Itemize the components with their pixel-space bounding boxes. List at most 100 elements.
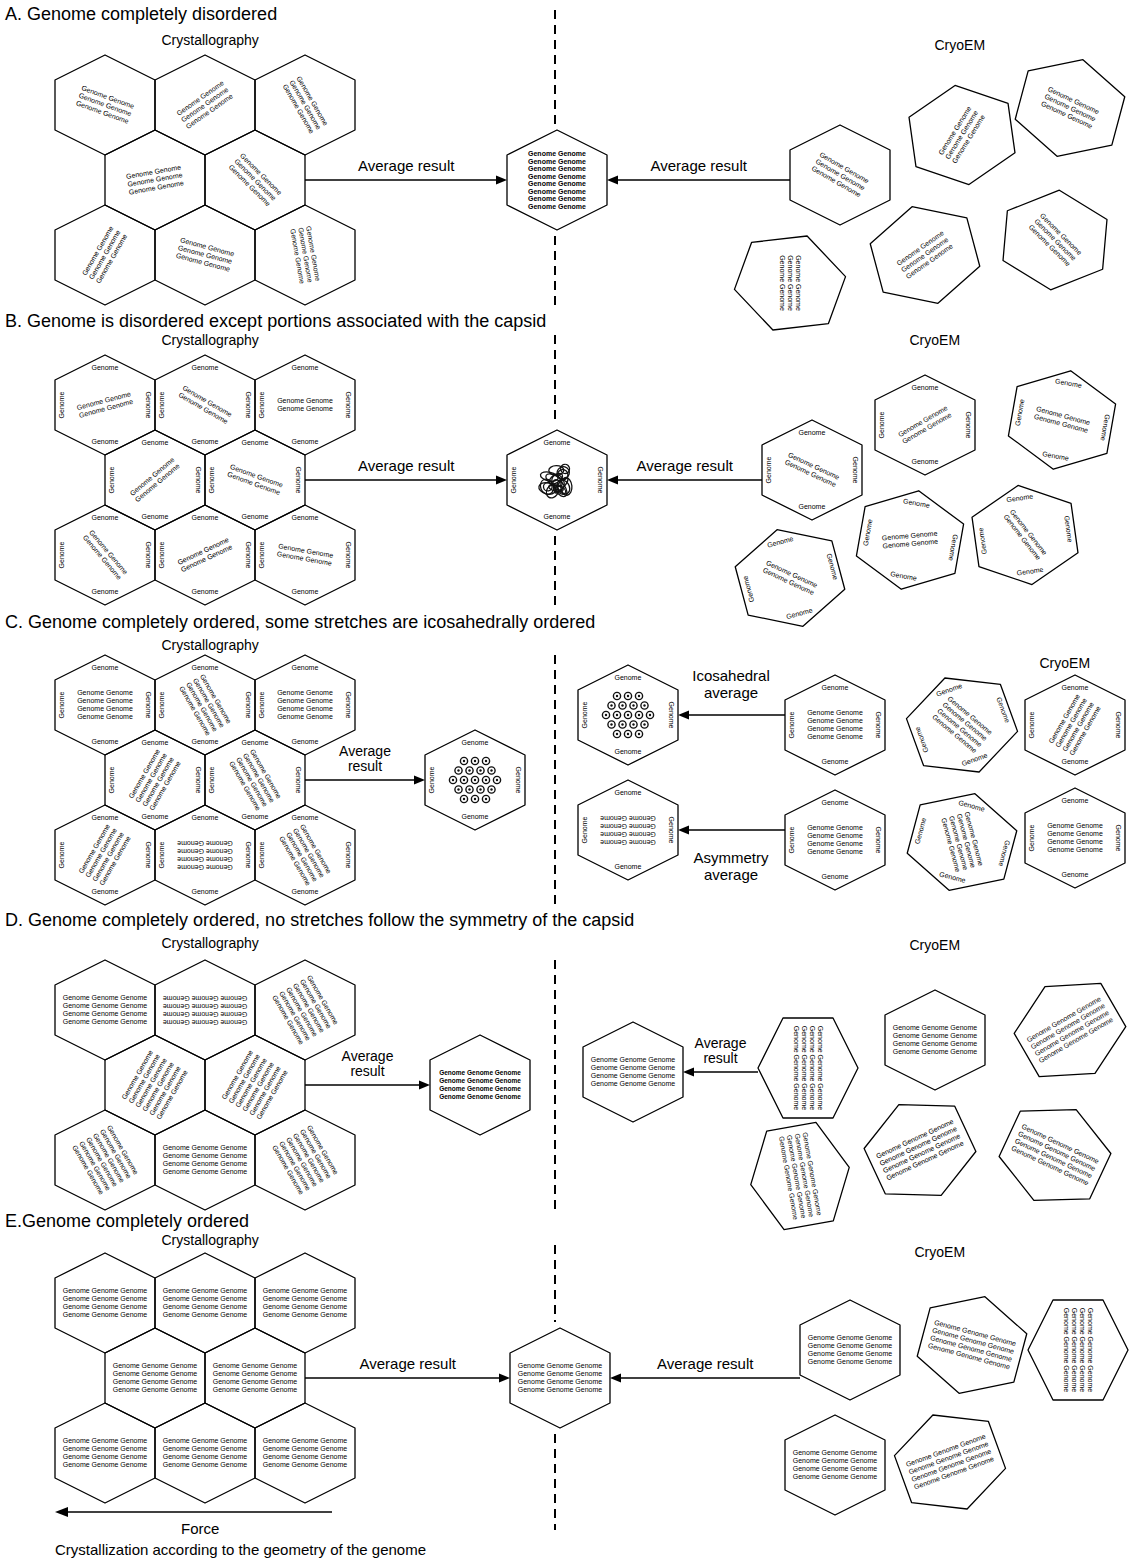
capsid-shell [105,730,205,830]
capsid-hexagon: Genome Genome Genome Genome Genome Genom… [989,1089,1122,1222]
capsid-genome-text: Genome [142,439,169,447]
capsid-shell [155,1253,255,1353]
disordered-genome-average [538,463,573,500]
capsid-genome-text: Genome [194,467,202,494]
genome-text: Genome Genome Genome Genome Genome Genom… [176,839,234,871]
panel-heading: B. Genome is disordered except portions … [5,311,546,332]
capsid-genome-text: Genome [462,813,489,821]
capsid-genome-text: Genome [994,696,1011,724]
genome-lattice-ring [455,767,462,774]
capsid-hexagon: GenomeGenomeGenomeGenomeGenome Genome Ge… [785,790,885,890]
genome-lattice-ring [624,711,631,718]
capsid-hexagon: Genome Genome Genome Genome Genome Genom… [55,1110,155,1210]
genome-lattice-ring [646,711,653,718]
capsid-genome-text: Genome [158,842,166,869]
capsid-shell [205,1328,305,1428]
capsid-genome-text: Genome [142,813,169,821]
capsid-shell [785,790,885,890]
capsid-genome-text: Genome [1062,797,1089,805]
genome-lattice-dot [627,733,629,735]
average-arrow [607,176,790,185]
genome-text: Genome Genome Genome Genome Genome Genom… [227,747,284,813]
genome-lattice-ring [635,730,642,737]
genome-text: Genome Genome Genome Genome Genome Genom… [939,810,985,874]
capsid-genome-text: Genome [615,789,642,797]
capsid-genome-text: Genome [244,692,252,719]
capsid-shell [255,1110,355,1210]
capsid-genome-text: Genome [874,827,882,854]
genome-text: Genome Genome Genome Genome Genome Genom… [894,229,955,282]
arrow-head [414,776,425,785]
genome-text: Genome Genome Genome Genome Genome Genom… [1026,211,1084,269]
genome-lattice-ring [493,776,500,783]
capsid-genome-text: Genome [244,392,252,419]
capsid-genome-text: Genome [192,738,219,746]
capsid-shell [425,730,525,830]
genome-lattice-ring [635,692,642,699]
capsid-genome-text: Genome [977,527,989,555]
dashed-divider [554,536,556,608]
genome-text: Genome Genome Genome Genome Genome Genom… [124,163,185,197]
capsid-genome-text: Genome [851,457,859,484]
capsid-genome-text: Genome [108,767,116,794]
average-arrow [678,711,785,720]
capsid-genome-text: Genome [913,726,930,754]
capsid-shell [155,205,255,305]
capsid-genome-text: Genome [822,684,849,692]
capsid-genome-text: Genome [144,842,152,869]
genome-lattice-dot [638,714,640,716]
capsid-genome-text: Genome [144,692,152,719]
arrow-line [619,1377,800,1379]
genome-scribble [538,481,557,496]
capsid-shell [155,1110,255,1210]
genome-text: Genome Genome Genome Genome [80,528,130,583]
capsid-hexagon: Genome Genome Genome Genome Genome Genom… [255,1403,355,1503]
capsid-hexagon: GenomeGenomeGenomeGenomeGenome Genome Ge… [205,730,305,830]
arrow-line [616,179,790,181]
capsid-genome-text: Genome [92,588,119,596]
genome-lattice-dot [490,788,492,790]
genome-lattice-ring [613,692,620,699]
capsid-hexagon: Genome Genome Genome Genome Genome Genom… [255,205,355,305]
arrow-head [678,826,689,835]
capsid-shell [742,1118,858,1234]
capsid-shell [155,1403,255,1503]
capsid-hexagon: Genome Genome Genome Genome Genome Genom… [1001,186,1109,294]
genome-text: Genome Genome Genome Genome [175,535,234,574]
average-arrow [683,1068,758,1077]
genome-lattice-ring [641,702,648,709]
capsid-genome-text: Genome [861,519,874,547]
capsid-hexagon: Genome Genome Genome Genome Genome Genom… [864,194,986,316]
capsid-genome-text: Genome [158,542,166,569]
capsid-shell [55,55,155,155]
genome-text: Genome Genome Genome Genome Genome Genom… [161,1144,249,1176]
genome-text: Genome Genome Genome Genome [176,384,234,427]
capsid-hexagon: Genome Genome Genome Genome Genome Genom… [785,1415,885,1515]
genome-lattice-dot [610,723,612,725]
genome-text: Genome Genome Genome Genome Genome Genom… [792,1024,824,1112]
genome-lattice-ring [449,776,456,783]
capsid-shell [205,1035,305,1135]
capsid-genome-text: Genome [1016,566,1044,578]
panel-heading: A. Genome completely disordered [5,4,277,25]
genome-lattice-dot [627,695,629,697]
capsid-genome-text: Genome [292,664,319,672]
capsid-hexagon: Genome Genome Genome Genome Genome Genom… [430,1035,530,1135]
capsid-genome-text: Genome [912,384,939,392]
capsid-hexagon: GenomeGenomeGenomeGenomeGenome Genome Ge… [55,355,155,455]
capsid-shell [1025,675,1125,775]
capsid-shell [790,125,890,225]
capsid-shell [852,482,968,598]
capsid-genome-text: Genome [208,767,216,794]
arrow-label: Average result [335,1049,401,1080]
panel-heading: D. Genome completely ordered, no stretch… [5,910,634,931]
genome-text: Genome Genome Genome Genome Genome Genom… [261,1287,349,1319]
capsid-genome-text: Genome [510,467,518,494]
capsid-genome-text: Genome [158,692,166,719]
capsid-shell [507,430,607,530]
force-label: Force [181,1520,219,1537]
genome-text: Genome Genome Genome Genome Genome Genom… [161,1437,249,1469]
genome-text: Genome Genome Genome Genome Genome Genom… [1039,85,1102,131]
genome-text: Genome Genome Genome Genome Genome Genom… [1062,1306,1094,1394]
capsid-shell [969,479,1082,592]
